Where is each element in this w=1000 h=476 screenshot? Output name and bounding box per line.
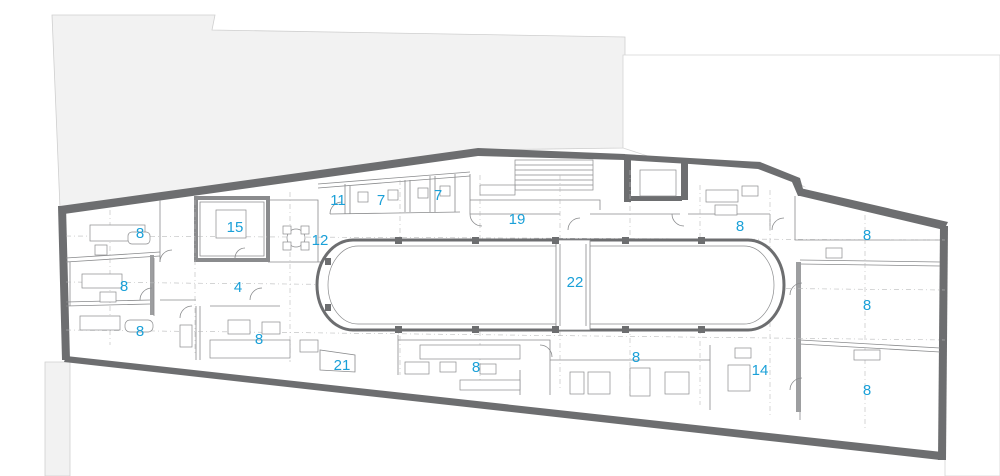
room-label-8-i: 8 xyxy=(632,349,640,366)
room-label-21: 21 xyxy=(334,357,351,374)
door-swings xyxy=(139,201,803,391)
room-label-8-e: 8 xyxy=(863,297,871,314)
room-labels: 8 15 12 11 7 7 19 8 8 8 4 22 8 8 8 21 8 … xyxy=(120,187,871,399)
furniture xyxy=(79,185,881,397)
room-label-8-b: 8 xyxy=(736,218,744,235)
room-label-8-f: 8 xyxy=(136,323,144,340)
room-label-12: 12 xyxy=(312,232,329,249)
room-label-8-j: 8 xyxy=(863,382,871,399)
room-label-8-h: 8 xyxy=(472,359,480,376)
room-label-8-a: 8 xyxy=(136,225,144,242)
room-label-11: 11 xyxy=(330,192,346,209)
room-label-22: 22 xyxy=(567,274,584,291)
exterior-walls xyxy=(58,148,948,460)
room-label-14: 14 xyxy=(752,362,769,379)
room-label-7-b: 7 xyxy=(434,187,442,204)
room-label-15: 15 xyxy=(227,219,244,236)
atrium-oval xyxy=(315,237,786,333)
room-label-8-g: 8 xyxy=(255,331,263,348)
room-label-4: 4 xyxy=(234,279,242,296)
room-label-7-a: 7 xyxy=(377,192,385,209)
room-label-8-c: 8 xyxy=(863,227,871,244)
interior-walls xyxy=(65,159,941,420)
room-label-8-d: 8 xyxy=(120,278,128,295)
room-label-19: 19 xyxy=(509,211,526,228)
